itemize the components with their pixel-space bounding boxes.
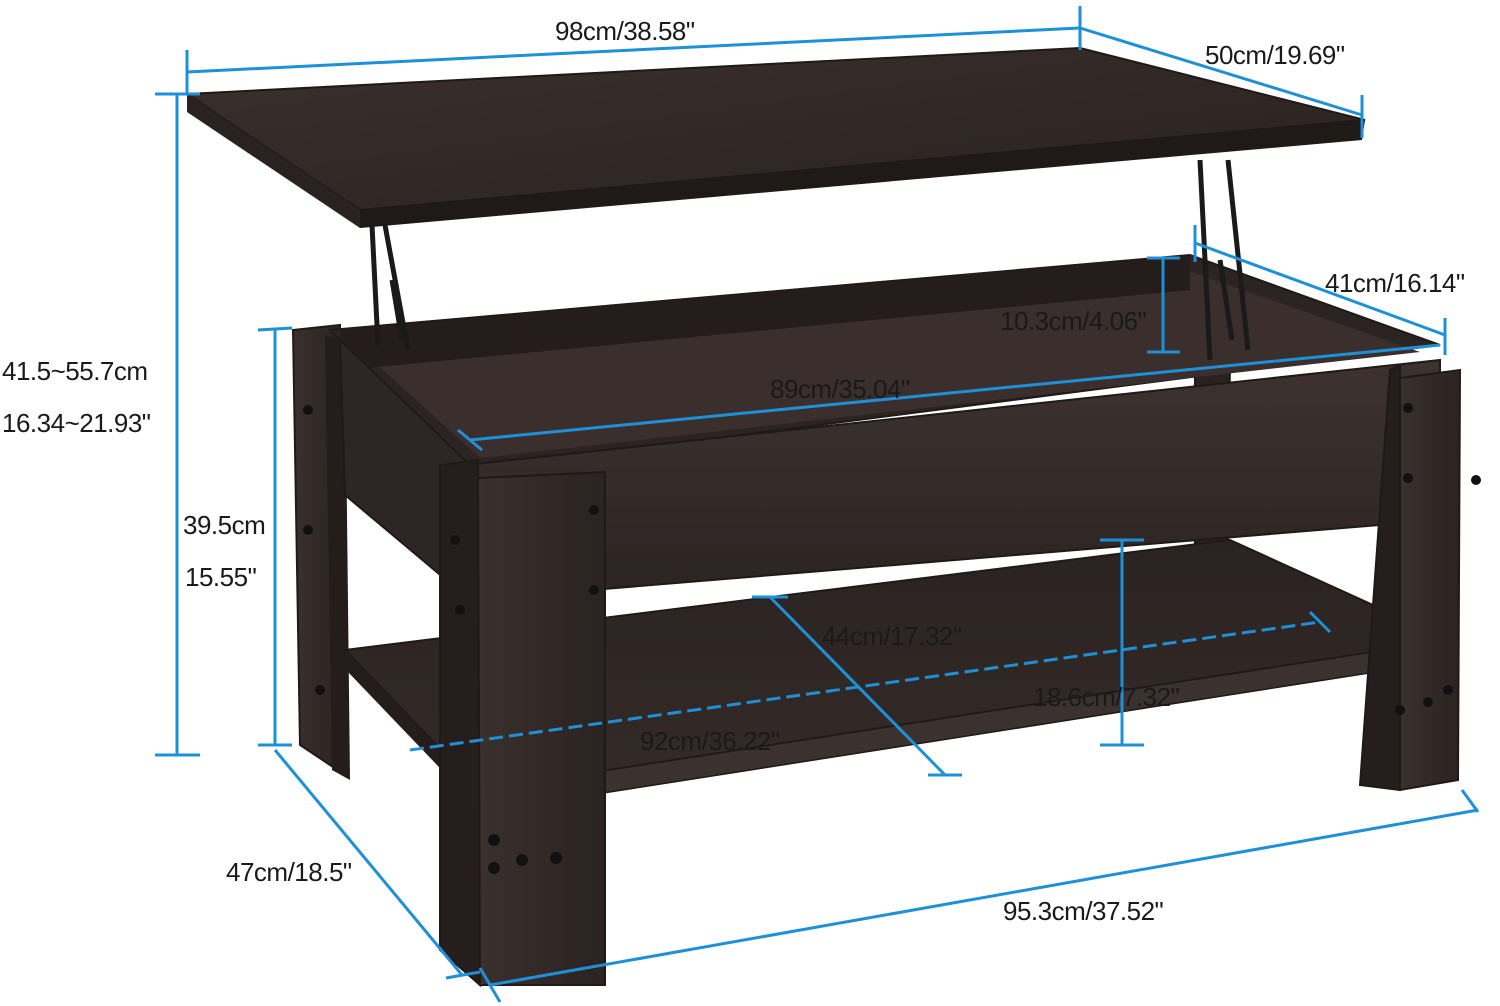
label-overall-height-cm: 41.5~55.7cm bbox=[2, 356, 148, 386]
label-base-length: 95.3cm/37.52" bbox=[1003, 896, 1164, 926]
label-inner-length: 89cm/35.04" bbox=[770, 374, 910, 404]
table-illustration bbox=[183, 46, 1481, 988]
front-right-leg-face bbox=[1399, 368, 1462, 792]
label-shelf-depth: 44cm/17.32" bbox=[822, 621, 962, 651]
tabletop-front-edge bbox=[360, 120, 1365, 228]
dim-line-inner-length bbox=[469, 343, 1441, 442]
front-left-leg bbox=[439, 458, 482, 988]
front-left-leg-face bbox=[476, 470, 606, 986]
label-inner-width: 41cm/16.14" bbox=[1325, 268, 1465, 298]
dim-line-inner-width bbox=[1194, 241, 1446, 337]
label-overall-height-in: 16.34~21.93" bbox=[2, 408, 151, 438]
storage-cavity-inner-back bbox=[340, 255, 1190, 370]
dim-line-top-width bbox=[1079, 26, 1363, 117]
label-top-length: 98cm/38.58" bbox=[555, 16, 695, 46]
screw-heads bbox=[303, 403, 1481, 874]
label-base-depth: 47cm/18.5" bbox=[226, 857, 352, 887]
storage-cavity-floor bbox=[350, 268, 1420, 458]
dim-line-base-depth bbox=[273, 749, 464, 976]
left-lift-mechanism bbox=[369, 224, 411, 351]
dimension-lines bbox=[155, 6, 1480, 1003]
dim-line-shelf-length bbox=[409, 620, 1321, 752]
label-body-height-cm: 39.5cm bbox=[183, 510, 265, 540]
dimension-labels: 98cm/38.58" 50cm/19.69" 41.5~55.7cm 16.3… bbox=[2, 16, 1465, 926]
dim-line-top-length bbox=[186, 26, 1081, 74]
label-storage-depth: 10.3cm/4.06" bbox=[1000, 306, 1147, 336]
tabletop-left-edge bbox=[187, 94, 360, 228]
right-lift-mechanism bbox=[1197, 159, 1251, 361]
label-shelf-clearance: 18.6cm/7.32" bbox=[1033, 682, 1180, 712]
label-top-width: 50cm/19.69" bbox=[1205, 40, 1345, 70]
label-body-height-in: 15.55" bbox=[185, 562, 257, 592]
dim-line-base-length bbox=[489, 808, 1479, 987]
label-shelf-length: 92cm/36.22" bbox=[640, 726, 780, 756]
